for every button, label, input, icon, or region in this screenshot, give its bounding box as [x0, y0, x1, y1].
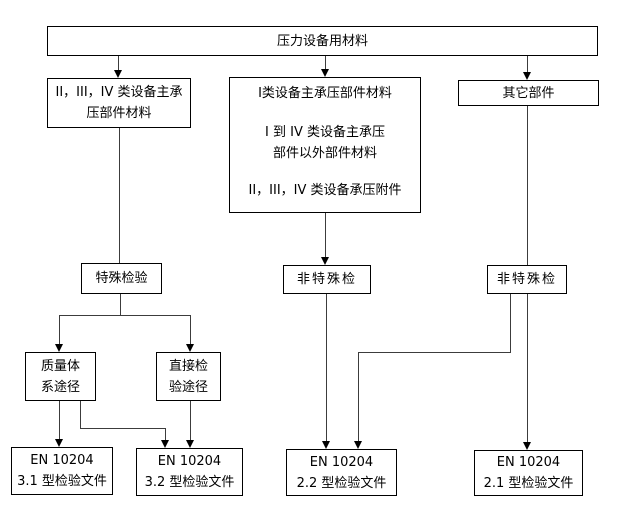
connector-root-to-other — [527, 56, 528, 72]
node-label-line: 质量体 — [40, 358, 80, 374]
arrowhead-into-nonspecial-mid-box — [321, 257, 329, 265]
connector-split-to-quality — [59, 315, 60, 344]
connector-direct-to-en32 — [190, 401, 191, 440]
arrowhead-into-other-box — [523, 72, 531, 80]
node-label-line: II，III，IV 类设备承压附件 — [248, 183, 402, 198]
connector-middle-to-nonspecial — [325, 213, 326, 257]
node-special-inspection: 特殊检验 — [81, 263, 162, 294]
arrowhead-into-direct-box — [186, 344, 194, 352]
node-label-line: EN 10204 — [30, 453, 94, 468]
node-label-line: 压部件材料 — [86, 106, 152, 121]
arrowhead-into-left-box — [114, 70, 122, 78]
node-label-line: 直接检 — [168, 358, 208, 374]
node-label-line: 3.1 型检验文件 — [17, 474, 107, 489]
connector-quality-to-en31 — [59, 401, 60, 439]
node-en10204-type-3-2: EN 10204 3.2 型检验文件 — [136, 448, 243, 496]
node-other-parts: 其它部件 — [458, 80, 599, 106]
node-label-line: EN 10204 — [496, 455, 561, 470]
arrowhead-into-en32-box-right — [186, 440, 194, 448]
node-class-1-and-other-parts-materials: I类设备主承压部件材料 I 到 IV 类设备主承压 部件以外部件材料 II，II… — [229, 77, 421, 213]
node-label: 非特殊检 — [296, 272, 357, 287]
connector-special-split — [59, 315, 190, 316]
connector-left-to-special — [119, 128, 120, 263]
connector-quality-to-en32 — [165, 428, 166, 440]
node-class-2-3-4-main-pressure-parts: II，III，IV 类设备主承 压部件材料 — [47, 78, 191, 128]
node-en10204-type-2-2: EN 10204 2.2 型检验文件 — [286, 449, 397, 496]
node-label-line: 3.2 型检验文件 — [144, 475, 235, 490]
node-quality-system-route: 质量体 系途径 — [25, 352, 96, 401]
node-label-line: 2.2 型检验文件 — [296, 475, 387, 491]
connector-special-down — [120, 294, 121, 315]
connector-root-to-left — [118, 56, 119, 70]
connector-root-to-middle — [325, 56, 326, 69]
node-non-special-inspection-middle: 非特殊检 — [283, 265, 371, 294]
arrowhead-into-en32-box-left — [161, 440, 169, 448]
connector-split-to-direct — [190, 315, 191, 344]
connector-nonspecial-right-elbow-across — [358, 352, 511, 353]
connector-nonspecial-right-to-en22 — [358, 352, 359, 441]
node-en10204-type-3-1: EN 10204 3.1 型检验文件 — [11, 447, 113, 495]
node-label: 非特殊检 — [496, 272, 557, 287]
connector-nonspecial-right-to-en21 — [527, 294, 528, 442]
arrowhead-into-en22-box-left — [322, 441, 330, 449]
node-label-line: I 到 IV 类设备主承压 — [265, 125, 385, 140]
arrowhead-into-en21-box — [523, 442, 531, 450]
node-label-line: 系途径 — [40, 379, 80, 395]
node-en10204-type-2-1: EN 10204 2.1 型检验文件 — [474, 450, 583, 496]
node-label-line: EN 10204 — [157, 454, 222, 469]
node-pressure-equipment-materials: 压力设备用材料 — [47, 26, 598, 56]
connector-nonspecial-right-elbow-down — [510, 294, 511, 352]
arrowhead-into-en31-box — [55, 439, 63, 447]
node-label: 特殊检验 — [95, 271, 148, 286]
arrowhead-into-en22-box-right — [354, 441, 362, 449]
node-label-line: I类设备主承压部件材料 — [258, 86, 392, 101]
connector-other-to-nonspecial — [527, 106, 528, 265]
node-direct-inspection-route: 直接检 验途径 — [156, 352, 221, 401]
connector-nonspecial-mid-to-en22 — [326, 294, 327, 441]
node-label: 其它部件 — [502, 85, 555, 101]
node-label: 压力设备用材料 — [276, 33, 368, 49]
node-label-line: 部件以外部件材料 — [272, 146, 377, 161]
arrowhead-into-quality-box — [55, 344, 63, 352]
node-label-line: 验途径 — [168, 379, 208, 395]
arrowhead-into-middle-box — [321, 69, 329, 77]
node-label-line: II，III，IV 类设备主承 — [55, 85, 183, 100]
connector-quality-elbow-across — [80, 428, 166, 429]
node-label-line: 2.1 型检验文件 — [483, 476, 574, 491]
connector-quality-elbow-down — [80, 401, 81, 428]
node-label-line: EN 10204 — [309, 454, 374, 470]
node-non-special-inspection-right: 非特殊检 — [487, 265, 567, 294]
